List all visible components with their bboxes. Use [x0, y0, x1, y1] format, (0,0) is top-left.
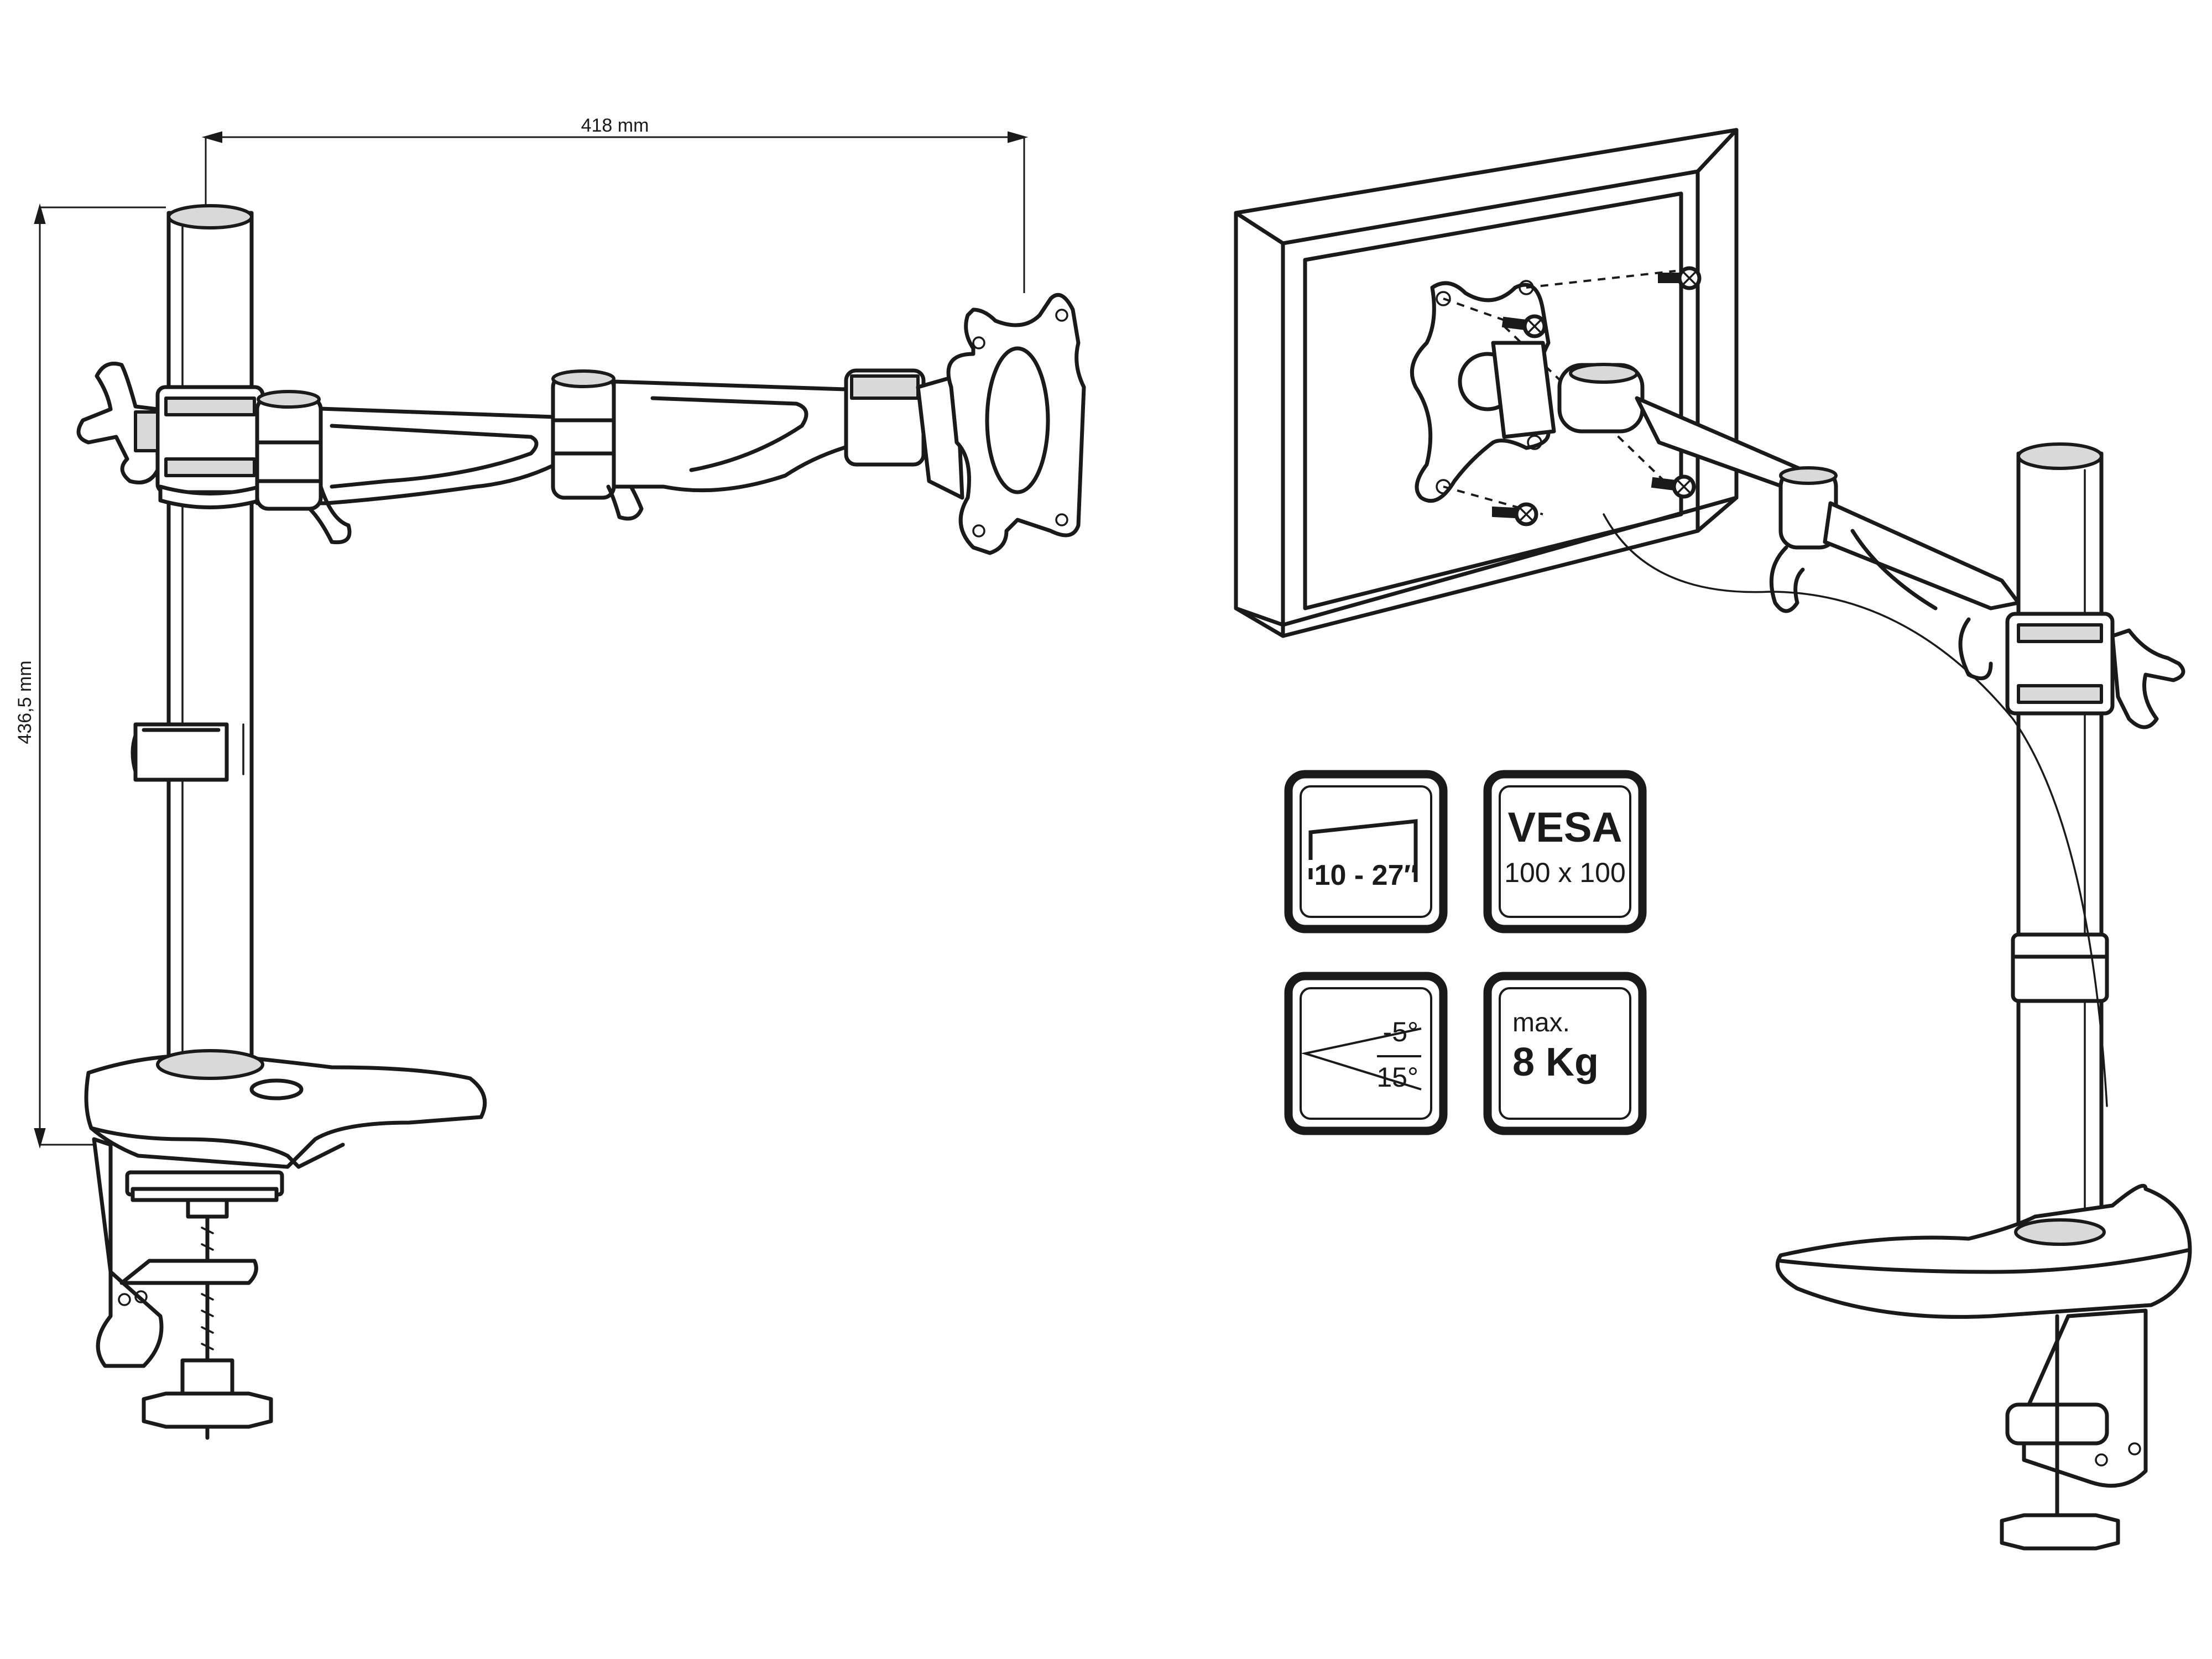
screen-size-badge: 10 - 27″ — [1284, 770, 1448, 933]
screw-icon — [1501, 314, 1547, 338]
arm-segment-1 — [255, 390, 582, 545]
desk-clamp — [92, 1137, 284, 1440]
perspective-view-mount — [1234, 128, 2192, 1551]
height-dimension-label: 436,5 mm — [14, 660, 35, 744]
screen-size-label: 10 - 27″ — [1314, 859, 1418, 891]
desk-base — [84, 1049, 487, 1169]
middle-joint — [551, 369, 644, 521]
arm-segment-2 — [612, 379, 865, 493]
cable-clip — [131, 722, 244, 782]
screw-icon — [1492, 502, 1538, 526]
max-load-badge: max. 8 Kg — [1483, 972, 1647, 1135]
width-dimension: 418 mm — [201, 115, 1029, 293]
vesa-title: VESA — [1508, 804, 1623, 851]
tilt-down-label: 15° — [1376, 1062, 1418, 1093]
desk-base-perspective — [1775, 1183, 2192, 1551]
vesa-badge: VESA 100 x 100 — [1483, 770, 1647, 933]
cable — [1603, 513, 2108, 1107]
tilt-up-label: -5° — [1383, 1016, 1418, 1047]
side-view-mount: 418 mm 436,5 mm — [14, 115, 1086, 1440]
pole — [166, 204, 254, 1067]
screw-icon — [1658, 266, 1702, 290]
height-dimension: 436,5 mm — [14, 203, 166, 1149]
tilt-badge: -5° 15° — [1284, 972, 1448, 1135]
arm-perspective — [1491, 341, 2021, 681]
tilt-head — [844, 368, 964, 500]
pole-perspective — [2005, 442, 2185, 1241]
width-dimension-label: 418 mm — [581, 115, 649, 136]
height-adjust-knob — [76, 362, 160, 484]
vesa-plate-side — [946, 293, 1086, 555]
monitor-size-icon — [1308, 819, 1418, 882]
vesa-spec: 100 x 100 — [1504, 857, 1626, 888]
screws — [1443, 266, 1702, 526]
max-load-value: 8 Kg — [1512, 1040, 1599, 1084]
arm-collar — [155, 385, 265, 509]
screw-icon — [1651, 474, 1696, 499]
max-load-prefix: max. — [1512, 1008, 1570, 1037]
tilt-angle-icon — [1301, 1027, 1422, 1091]
